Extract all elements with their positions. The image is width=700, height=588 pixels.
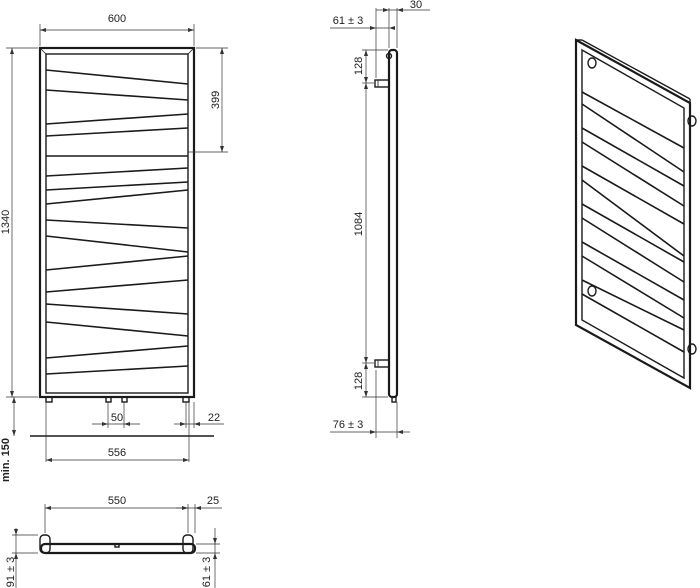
front-bar (45, 321, 189, 337)
persp-bracket-bottom-left (587, 285, 597, 297)
persp-bracket-top-left (587, 57, 597, 69)
dim-bottom-width: 550 (108, 495, 126, 507)
perspective-bar (581, 203, 685, 263)
dim-bottom-depth-left: 91 ± 3 (5, 557, 17, 588)
dim-bracket-bottom: 128 (353, 372, 365, 390)
perspective-bar (581, 279, 685, 331)
perspective-bar (581, 165, 685, 225)
bottom-left-bracket (39, 534, 51, 554)
front-bar (45, 113, 189, 125)
dim-pipe-spacing: 50 (111, 412, 123, 424)
perspective-bar (581, 293, 685, 353)
front-bar (45, 69, 189, 85)
bottom-view: 550 25 91 ± 3 61 ± 3 (5, 495, 222, 588)
perspective-bar (581, 241, 685, 301)
front-bar (45, 255, 189, 271)
perspective-bar (581, 127, 685, 187)
dim-bottom-edge: 25 (207, 495, 219, 507)
dim-depth-frame: 30 (410, 0, 422, 11)
front-view: 600 1340 399 50 22 (0, 13, 228, 482)
perspective-bar (581, 179, 685, 257)
perspective-bar (581, 255, 685, 319)
bottom-profile (39, 542, 197, 555)
dim-connection-width: 556 (108, 447, 126, 459)
front-bar (45, 181, 189, 191)
side-profile (387, 48, 399, 399)
perspective-bar (581, 103, 685, 173)
side-view: 61 ± 3 30 128 1084 128 76 ± 3 (330, 0, 430, 438)
dim-upper-offset: 399 (210, 91, 222, 109)
dim-width: 600 (108, 13, 126, 25)
perspective-bar (581, 141, 685, 207)
dim-min-clearance: min. 150 (0, 438, 12, 482)
perspective-zigzag-bars (581, 91, 685, 353)
side-pipe (391, 396, 397, 403)
front-outer-frame (38, 46, 196, 399)
perspective-outer (574, 38, 692, 390)
persp-bracket-top-right (687, 115, 697, 127)
dim-height: 1340 (0, 210, 12, 234)
front-bar (45, 303, 189, 315)
front-bar (45, 345, 189, 359)
front-bar (45, 127, 189, 137)
perspective-bar (581, 217, 685, 283)
perspective-bar (581, 91, 685, 149)
dim-bracket-spacing: 1084 (353, 212, 365, 236)
perspective-view (574, 38, 697, 390)
pipe-right (121, 396, 128, 403)
dim-depth-bottom: 76 ± 3 (333, 419, 364, 431)
front-bar (45, 235, 189, 253)
front-bar (45, 279, 189, 293)
front-bar (45, 167, 189, 177)
front-zigzag-bars (45, 69, 189, 375)
bottom-pipe (114, 543, 120, 548)
bracket-top (374, 79, 390, 88)
vent-valve (385, 52, 393, 60)
dim-bottom-depth-right: 61 ± 3 (201, 557, 213, 588)
dim-depth-top: 61 ± 3 (333, 15, 364, 27)
persp-bracket-bottom-right (687, 343, 697, 355)
front-bar (45, 89, 189, 101)
left-foot (45, 396, 53, 403)
bracket-bottom (374, 359, 390, 368)
pipe-left (105, 396, 112, 403)
perspective-inner (581, 48, 685, 380)
dim-pipe-edge: 22 (208, 412, 220, 424)
front-inner-frame (45, 53, 189, 394)
front-bar (45, 219, 189, 229)
front-bar (45, 189, 189, 205)
bottom-right-bracket (182, 534, 194, 554)
front-bar (45, 365, 189, 375)
dim-bracket-top: 128 (353, 57, 365, 75)
